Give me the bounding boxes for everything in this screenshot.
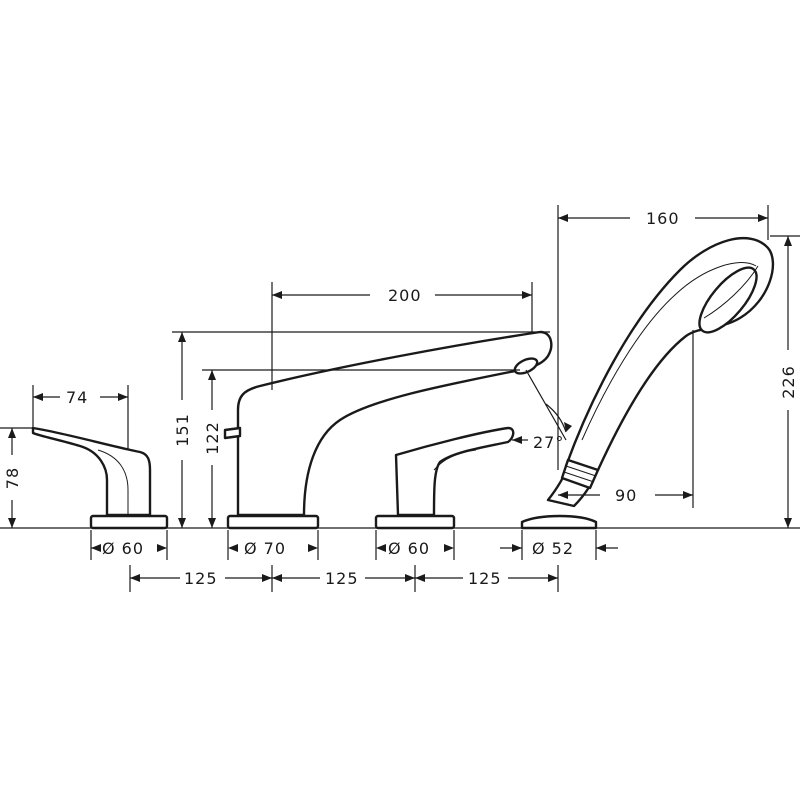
dim-hot-handle-height: 78: [3, 467, 22, 489]
hand-shower: [520, 237, 775, 530]
dim-spacing-3: 125: [468, 569, 502, 588]
dim-shower-height: 226: [779, 365, 798, 399]
dim-shower-length: 160: [646, 209, 680, 228]
dim-spacing-1: 125: [184, 569, 218, 588]
dim-spout-angle: 27°: [533, 433, 564, 452]
dim-spout-height: 151: [173, 413, 192, 447]
dim-spacing-2: 125: [325, 569, 359, 588]
dim-spout-reach: 200: [388, 286, 422, 305]
dim-cold-base-diameter: Ø 60: [388, 539, 430, 558]
hot-valve-handle: [31, 426, 169, 530]
dim-spout-outlet-height: 122: [203, 421, 222, 455]
dimension-lines: [0, 205, 800, 592]
dimension-labels: 74 78 Ø 60 200 151 122 Ø 70 Ø 60 27° 160…: [3, 209, 798, 588]
cold-valve-handle: [374, 426, 515, 530]
dim-spout-base-diameter: Ø 70: [244, 539, 286, 558]
dim-hot-base-diameter: Ø 60: [102, 539, 144, 558]
dim-shower-offset: 90: [615, 486, 637, 505]
dim-hot-handle-length: 74: [66, 388, 88, 407]
dim-shower-base-diameter: Ø 52: [532, 539, 574, 558]
